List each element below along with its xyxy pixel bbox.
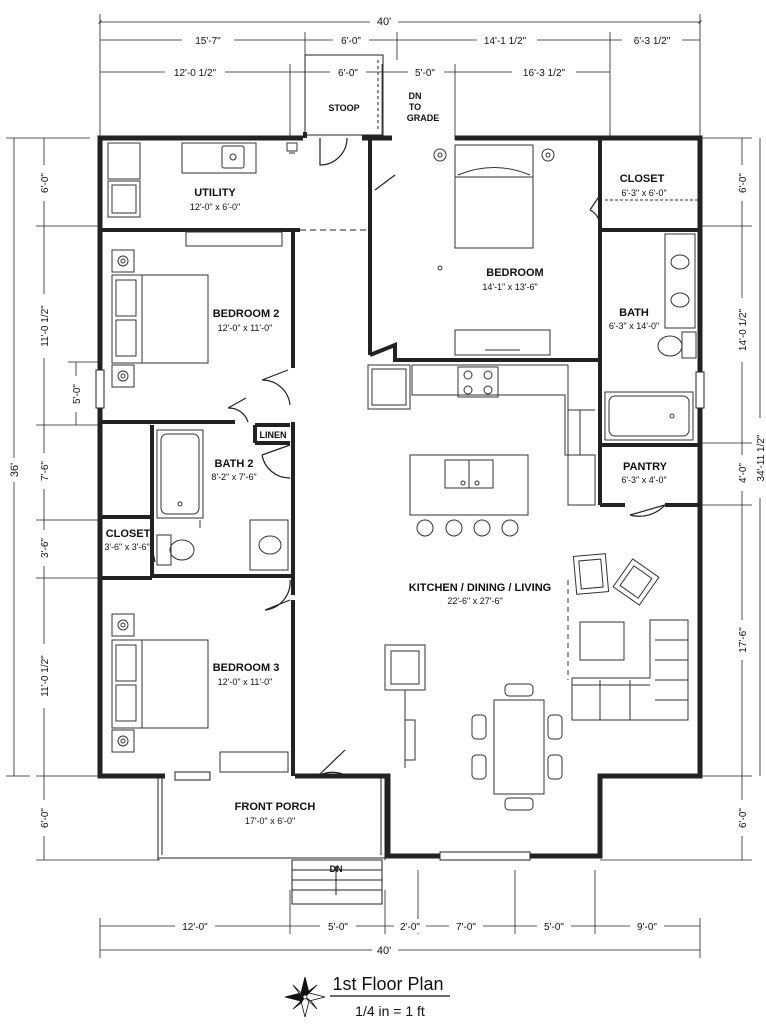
room-size-bath-2: 8'-2" x 7'-6" xyxy=(211,472,256,482)
dim-left-3: 7'-6" xyxy=(40,461,51,481)
room-name-closet-master: CLOSET xyxy=(620,173,665,185)
front-porch-outline xyxy=(157,778,386,905)
windows xyxy=(95,369,705,861)
dim-bottom-3: 2'-0" xyxy=(400,922,420,933)
room-name-front-porch: FRONT PORCH xyxy=(235,801,316,813)
dim-right-4: 17'-6" xyxy=(738,627,749,653)
plan-title: 1st Floor Plan xyxy=(332,974,443,994)
dim-top-2: 6'-0" xyxy=(341,36,361,47)
title-block: 1st Floor Plan 1/4 in = 1 ft xyxy=(284,974,450,1019)
room-size-kitchen: 22'-6" x 27'-6" xyxy=(447,596,502,606)
room-name-utility: UTILITY xyxy=(194,187,236,199)
dim-overall-bottom: 40' xyxy=(377,945,391,957)
dim-top2-1: 12'-0 1/2" xyxy=(174,68,217,79)
room-name-bedroom: BEDROOM xyxy=(486,267,543,279)
room-size-closet-master: 6'-3" x 6'-0" xyxy=(621,188,666,198)
room-size-bedroom-3: 12'-0" x 11'-0" xyxy=(218,677,273,687)
dim-top-1: 15'-7" xyxy=(195,36,221,47)
dim-top-3: 14'-1 1/2" xyxy=(484,36,527,47)
dim-top2-4: 16'-3 1/2" xyxy=(523,68,566,79)
room-size-bath-master: 6'-3" x 14'-0" xyxy=(609,321,659,331)
dim-top2-2: 6'-0" xyxy=(338,68,358,79)
dn-grade-2: TO xyxy=(409,102,421,112)
dim-right-1: 6'-0" xyxy=(738,173,749,193)
dimension-lines xyxy=(6,14,761,958)
room-name-bath-2: BATH 2 xyxy=(215,458,254,470)
dim-left-1: 6'-0" xyxy=(40,173,51,193)
walls xyxy=(97,132,703,859)
room-name-bath-master: BATH xyxy=(619,307,649,319)
door-swings xyxy=(151,137,666,777)
room-name-linen: LINEN xyxy=(260,430,287,440)
dim-bottom-4: 7'-0" xyxy=(456,922,476,933)
dim-bottom-6: 9'-0" xyxy=(637,922,657,933)
room-name-bedroom-2: BEDROOM 2 xyxy=(213,308,280,320)
dim-bottom-2: 5'-0" xyxy=(328,922,348,933)
stoop-label: STOOP xyxy=(328,103,359,113)
stoop-outline xyxy=(304,54,384,136)
dim-left-4: 11'-0 1/2" xyxy=(40,655,51,697)
room-name-kitchen: KITCHEN / DINING / LIVING xyxy=(409,582,551,594)
dim-overall-top: 40' xyxy=(377,16,391,28)
room-size-utility: 12'-0" x 6'-0" xyxy=(190,202,240,212)
dim-left-5: 6'-0" xyxy=(40,808,51,828)
room-size-bedroom-2: 12'-0" x 11'-0" xyxy=(218,323,273,333)
room-size-closet-2: 3'-6" x 3'-6" xyxy=(104,542,149,552)
dim-left-overall: 36' xyxy=(9,463,21,477)
dim-left-inner-1: 5'-0" xyxy=(72,384,83,404)
room-labels: UTILITY 12'-0" x 6'-0" BEDROOM 14'-1" x … xyxy=(104,91,667,874)
dim-left-inner-2: 3'-6" xyxy=(40,538,51,558)
room-name-pantry: PANTRY xyxy=(623,461,668,473)
room-name-closet-2: CLOSET xyxy=(106,528,151,540)
room-size-front-porch: 17'-0" x 6'-0" xyxy=(245,816,295,826)
dn-grade-1: DN xyxy=(409,91,422,101)
dim-right-2: 14'-0 1/2" xyxy=(738,308,749,351)
dim-bottom-5: 5'-0" xyxy=(544,922,564,933)
room-name-bedroom-3: BEDROOM 3 xyxy=(213,662,280,674)
fixtures xyxy=(107,142,700,811)
dim-top2-3: 5'-0" xyxy=(415,68,435,79)
dn-porch-label: DN xyxy=(330,864,343,874)
room-size-pantry: 6'-3" x 4'-0" xyxy=(621,475,666,485)
dim-right-overall: 34'-11 1/2" xyxy=(756,434,766,481)
dim-top-4: 6'-3 1/2" xyxy=(634,36,671,47)
dim-left-2: 11'-0 1/2" xyxy=(40,305,51,347)
dim-right-3: 4'-0" xyxy=(738,463,749,483)
dn-grade-3: GRADE xyxy=(407,113,440,123)
dim-right-5: 6'-0" xyxy=(738,808,749,828)
dimension-labels: 40' 15'-7" 6'-0" 14'-1 1/2" 6'-3 1/2" 12… xyxy=(6,12,766,957)
compass-rose-icon xyxy=(284,976,326,1018)
dim-bottom-1: 12'-0" xyxy=(182,922,208,933)
plan-scale: 1/4 in = 1 ft xyxy=(355,1003,425,1019)
room-size-bedroom: 14'-1" x 13'-6" xyxy=(482,282,537,292)
